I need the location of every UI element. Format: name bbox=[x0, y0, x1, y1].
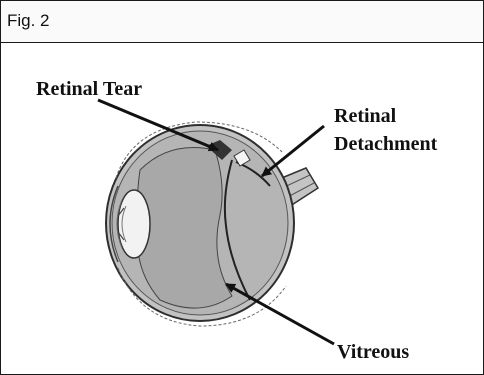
label-retinal-detachment: Retinal Detachment bbox=[334, 102, 437, 158]
label-vitreous: Vitreous bbox=[337, 340, 409, 364]
retinal-detachment-arrow bbox=[262, 126, 324, 176]
lens bbox=[117, 190, 150, 258]
label-retinal-detachment-line2: Detachment bbox=[334, 130, 437, 158]
label-retinal-tear: Retinal Tear bbox=[36, 77, 142, 101]
label-retinal-detachment-line1: Retinal bbox=[334, 102, 437, 130]
vitreous-body bbox=[137, 148, 232, 309]
